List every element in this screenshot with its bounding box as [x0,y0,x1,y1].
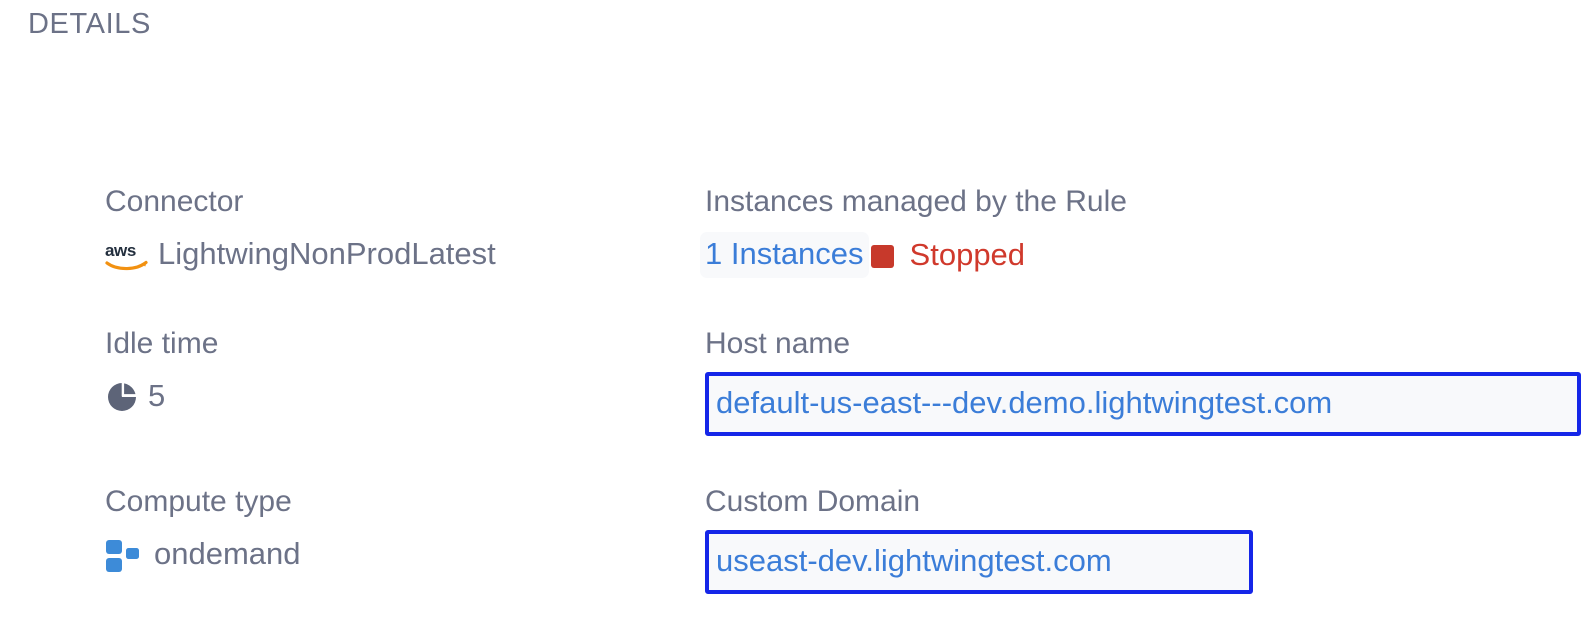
svg-text:aws: aws [105,241,136,260]
instances-label: Instances managed by the Rule [705,185,1127,218]
instances-value-row: 1 Instances Stopped [700,232,1585,278]
status-badge: Stopped [909,237,1026,272]
field-connector: Connector aws LightwingNonProdLatest [105,182,705,276]
compute-blocks-icon [105,539,145,573]
connector-value: LightwingNonProdLatest [158,236,496,271]
field-instances: Instances managed by the Rule 1 Instance… [700,182,1585,278]
custom-domain-highlight-box: useast-dev.lightwingtest.com [705,530,1253,594]
compute-type-value: ondemand [154,536,301,571]
field-idle-time: Idle time 5 [105,324,705,418]
aws-logo-icon: aws [105,239,149,271]
host-name-highlight-box: default-us-east---dev.demo.lightwingtest… [705,372,1581,436]
connector-value-row: aws LightwingNonProdLatest [105,232,705,276]
stopped-square-icon [870,244,894,268]
details-grid: Connector aws LightwingNonProdLatest Ins… [105,182,1585,594]
detail-row: Connector aws LightwingNonProdLatest Ins… [105,182,1585,278]
field-host-name: Host name default-us-east---dev.demo.lig… [705,324,1585,436]
compute-type-value-row: ondemand [105,532,705,576]
field-custom-domain: Custom Domain useast-dev.lightwingtest.c… [705,482,1585,594]
compute-type-label: Compute type [105,485,292,518]
field-compute-type: Compute type ondemand [105,482,705,576]
idle-time-label: Idle time [105,327,219,360]
page-title: DETAILS [28,8,151,40]
instances-count-link[interactable]: 1 Instances [700,232,869,278]
custom-domain-link[interactable]: useast-dev.lightwingtest.com [709,534,1249,590]
idle-time-value: 5 [148,378,166,413]
idle-time-value-row: 5 [105,374,705,418]
host-name-link[interactable]: default-us-east---dev.demo.lightwingtest… [709,376,1577,432]
clock-icon [105,380,139,414]
connector-label: Connector [105,185,244,218]
host-name-label: Host name [705,327,851,360]
detail-row: Idle time 5 Host name default-us-east [105,324,1585,436]
custom-domain-label: Custom Domain [705,485,921,518]
detail-row: Compute type ondemand Custom Domain u [105,482,1585,594]
